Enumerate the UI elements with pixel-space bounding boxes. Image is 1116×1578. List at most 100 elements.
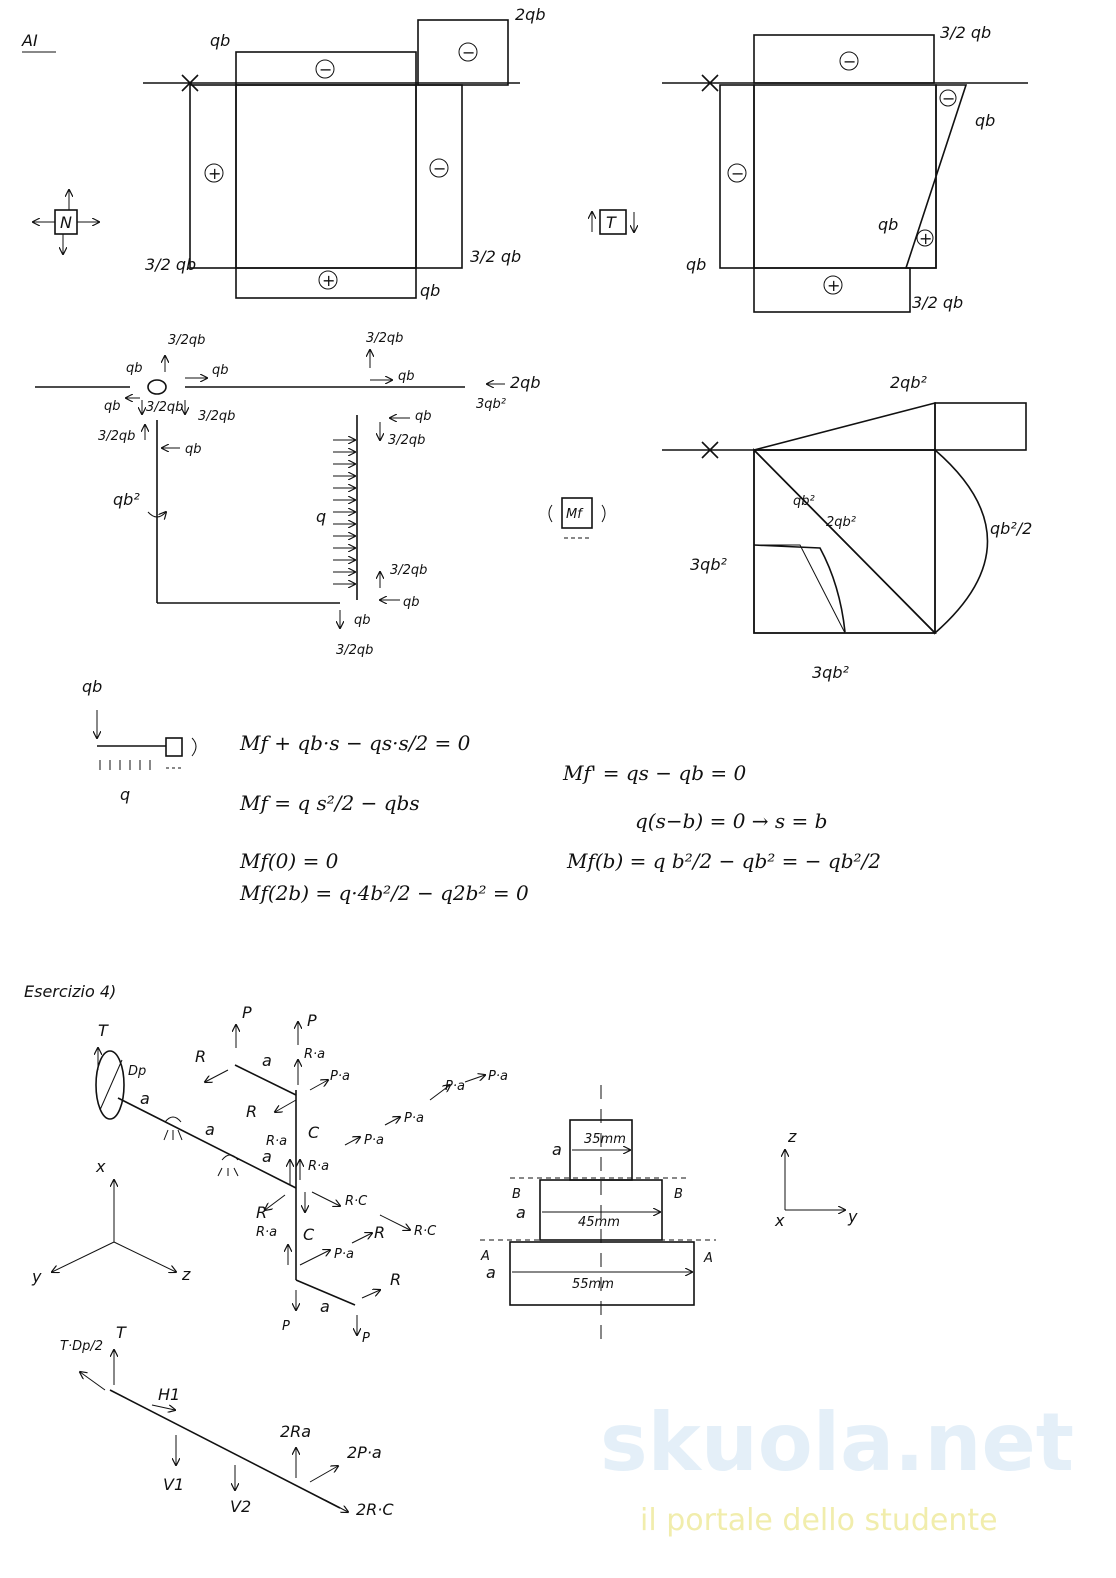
sketch-stroke (351, 1233, 372, 1244)
shaft-isometric-diagram: T Dp a a a P P R a R·a P·a R R·a C P·a P… (96, 1003, 508, 1346)
sketch-stroke (429, 1085, 450, 1101)
sketch-stroke (417, 19, 509, 86)
handwritten-label: q (120, 785, 130, 804)
sketch-stroke (95, 1050, 125, 1120)
handwritten-label: + (208, 164, 221, 183)
watermark-tagline: il portale dello studente (640, 1503, 998, 1538)
handwritten-label: 45mm (578, 1215, 620, 1230)
sketch-stroke (509, 1241, 695, 1306)
sketch-stroke (429, 158, 449, 178)
handwritten-label: Mf' = qs − qb = 0 (562, 761, 746, 785)
beam-sketch: qb q (82, 677, 197, 804)
handwritten-label: 3/2qb (366, 331, 403, 346)
handwritten-label: qb (126, 361, 143, 376)
handwritten-label: 2qb² (826, 515, 856, 530)
sketch-stroke (52, 1241, 115, 1272)
sketch-stroke (191, 737, 197, 757)
handwritten-label: R·a (256, 1225, 277, 1240)
sketch-stroke (384, 1117, 400, 1126)
shear-sign-convention-icon: T (592, 209, 634, 235)
handwritten-label: P·a (330, 1069, 350, 1084)
sketch-stroke (324, 1499, 348, 1512)
sketch-stroke (464, 1075, 485, 1083)
handwritten-label: qb (398, 369, 415, 384)
handwritten-label: qb (415, 409, 432, 424)
handwritten-label: a (262, 1051, 272, 1070)
sketch-stroke (839, 51, 859, 71)
sketch-stroke (147, 379, 167, 395)
handwritten-label: Mf + qb·s − qs·s/2 = 0 (239, 731, 471, 755)
handwritten-label: qb (354, 613, 371, 628)
handwritten-label: a (140, 1089, 150, 1108)
exercise-title: Esercizio 4) (24, 982, 116, 1001)
handwritten-label: a (486, 1263, 496, 1282)
handwritten-label: qb (403, 595, 420, 610)
handwritten-label: 3qb² (812, 663, 849, 682)
handwritten-label: 3qb² (690, 555, 727, 574)
sketch-stroke (318, 270, 338, 290)
handwritten-label: − (731, 164, 744, 183)
shear-force-diagram: − − − + + 3/2 qb qb qb qb 3/2 qb (662, 23, 1028, 313)
sketch-stroke (753, 544, 846, 633)
sketch-stroke (701, 74, 719, 92)
stepped-shaft-section: 35mm 45mm 55mm a a a B B A A (480, 1085, 716, 1340)
handwritten-label: qb (82, 677, 102, 696)
handwritten-label: R (390, 1270, 401, 1289)
handwritten-label: + (919, 229, 932, 248)
handwritten-label: qb² (793, 494, 815, 509)
sketch-stroke (295, 1279, 356, 1306)
handwritten-label: P (362, 1331, 370, 1346)
handwritten-label: P·a (364, 1133, 384, 1148)
sketch-stroke (561, 497, 593, 529)
handwritten-label: P (282, 1319, 290, 1334)
sketch-stroke (309, 1466, 338, 1483)
handwritten-label: 3/2qb (168, 333, 205, 348)
handwritten-label: P·a (488, 1069, 508, 1084)
sketch-stroke (315, 59, 335, 79)
sketch-stroke (458, 42, 478, 62)
sketch-stroke (205, 1069, 229, 1082)
handwritten-label: R·C (345, 1194, 368, 1209)
handwritten-label: z (787, 1127, 797, 1146)
handwritten-label: 3qb² (476, 397, 506, 412)
handwritten-label: B (512, 1187, 521, 1202)
handwritten-label: − (942, 89, 955, 108)
sketch-stroke (151, 1404, 175, 1410)
handwritten-label: 3/2qb (336, 643, 373, 658)
sketch-stroke (361, 1290, 380, 1299)
handwritten-label: x (774, 1211, 785, 1230)
handwritten-label: qb (878, 215, 898, 234)
handwritten-label: qb (104, 399, 121, 414)
distributed-load-arrows (333, 440, 355, 584)
handwritten-label: V1 (163, 1475, 184, 1494)
handwritten-label: C (308, 1123, 320, 1142)
normal-sign-convention-icon: N (33, 190, 99, 254)
handwritten-label: Mf = q s²/2 − qbs (239, 791, 420, 815)
sketch-stroke (727, 163, 747, 183)
handwritten-label: qb²/2 (990, 519, 1032, 538)
handwritten-label: 35mm (584, 1132, 626, 1147)
sketch-stroke (275, 1099, 297, 1112)
handwritten-label: − (843, 52, 856, 71)
sketch-stroke (934, 448, 989, 635)
handwritten-label: − (319, 60, 332, 79)
sketch-stroke (916, 229, 934, 247)
handwritten-label: 3/2 qb (470, 247, 521, 266)
handwritten-label: − (433, 159, 446, 178)
sketch-stroke (548, 504, 553, 523)
sketch-stroke (99, 1059, 123, 1111)
sketch-stroke (204, 163, 224, 183)
sketch-stroke (753, 449, 936, 634)
handwritten-label: P·a (334, 1247, 354, 1262)
handwritten-label: C (303, 1225, 315, 1244)
section-title: AI (21, 31, 38, 50)
handwritten-label: qb² (113, 490, 140, 509)
handwritten-label: R (374, 1223, 385, 1242)
sketch-stroke (601, 504, 606, 523)
bearing-support-icon (163, 1116, 183, 1141)
handwritten-label: Mf(0) = 0 (239, 849, 339, 873)
handwritten-label: T·Dp/2 (60, 1339, 103, 1354)
handwritten-label: 3/2 qb (940, 23, 991, 42)
handwritten-label: a (320, 1297, 330, 1316)
